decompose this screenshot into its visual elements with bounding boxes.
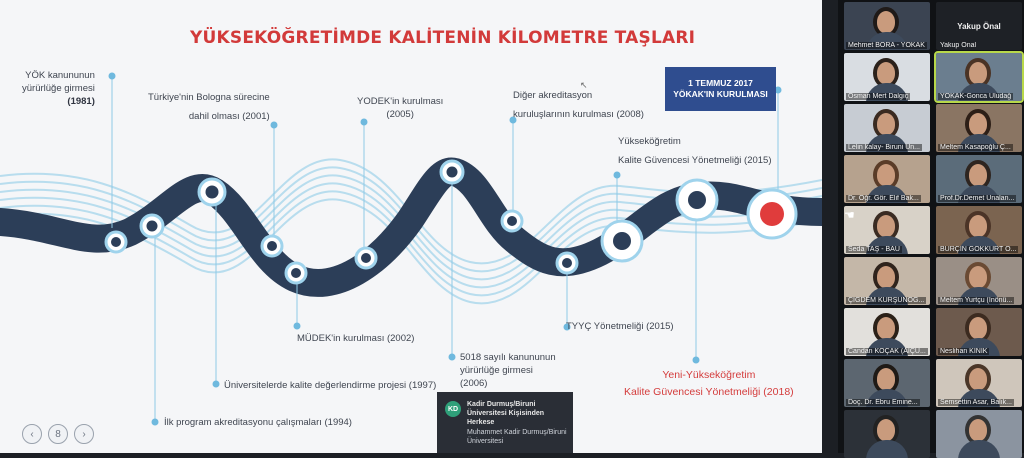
participant-tile[interactable]: YÖKAK-Gonca Uludağ: [934, 51, 1024, 103]
participant-video: [866, 236, 908, 254]
participant-tile[interactable]: [844, 410, 930, 458]
participant-name: Meltem Kasapoğlu Ç...: [938, 144, 1013, 151]
participant-video: [958, 287, 1000, 305]
participant-video: [866, 338, 908, 356]
presentation-slide: YÜKSEKÖĞRETİMDE KALİTENİN KİLOMETRE TAŞL…: [0, 0, 822, 453]
participant-video: [866, 134, 908, 152]
participant-video: [877, 368, 895, 390]
participant-name-large: Yakup Önal: [957, 22, 1001, 31]
participant-tile[interactable]: Lelin kalay- Biruni Ün...: [844, 104, 930, 152]
participant-name: Seda TAŞ - BAU: [846, 246, 902, 253]
participant-video: [969, 215, 987, 237]
chat-sender: Kadir Durmuş/Biruni Üniversitesi Kişisin…: [467, 401, 545, 427]
participant-video: [877, 62, 895, 84]
participant-video: [958, 338, 1000, 356]
participant-video: [877, 113, 895, 135]
next-slide-button[interactable]: ›: [74, 424, 94, 444]
participant-video: [958, 236, 1000, 254]
participant-name: Mehmet BORA - YÖKAK: [846, 42, 927, 49]
participant-video: [866, 32, 908, 50]
participant-video: [958, 440, 1000, 458]
slide-nav: ‹ 8 ›: [22, 424, 94, 444]
participant-name: Doç. Dr. Ebru Emine...: [846, 399, 920, 406]
participant-video: [877, 11, 895, 33]
chat-notification[interactable]: KD Kadir Durmuş/Biruni Üniversitesi Kişi…: [437, 392, 573, 453]
participant-video: [866, 389, 908, 407]
participant-video: [969, 419, 987, 441]
participant-video: [969, 113, 987, 135]
participant-video: [969, 62, 987, 84]
participant-video: [969, 317, 987, 339]
participant-name: Neslihan KINIK: [938, 348, 990, 355]
participant-name: Meltem Yurtçu (İnönü...: [938, 297, 1015, 304]
participant-tile[interactable]: ÇİĞDEM KURŞUNOĞ...: [844, 257, 930, 305]
participant-tile[interactable]: Osman Mert Dalgıç: [844, 53, 930, 101]
participant-tile[interactable]: Meltem Yurtçu (İnönü...: [936, 257, 1022, 305]
participant-tile[interactable]: Dr. Öğr. Gör. Elif Bak...: [844, 155, 930, 203]
participant-tile[interactable]: Semsettin Asar, Balık...: [936, 359, 1022, 407]
milestone-2005: YODEK'in kurulması(2005): [357, 96, 444, 120]
participant-video: [877, 215, 895, 237]
participant-name: Osman Mert Dalgıç: [846, 93, 911, 100]
participant-video: [866, 440, 908, 458]
participant-video: [969, 164, 987, 186]
participant-name: YÖKAK-Gonca Uludağ: [938, 93, 1014, 100]
participant-video: [877, 164, 895, 186]
participant-tile[interactable]: BURÇİN GÖKKURT Ö...: [936, 206, 1022, 254]
participant-tile[interactable]: [936, 410, 1022, 458]
prev-slide-button[interactable]: ‹: [22, 424, 42, 444]
slide-title: YÜKSEKÖĞRETİMDE KALİTENİN KİLOMETRE TAŞL…: [190, 28, 696, 48]
milestone-nodes: [104, 159, 798, 285]
participant-tile[interactable]: Meltem Kasapoğlu Ç...: [936, 104, 1022, 152]
participant-tile[interactable]: Mehmet BORA - YÖKAK: [844, 2, 930, 50]
participant-tile[interactable]: Seda TAŞ - BAU: [844, 206, 930, 254]
participant-tile[interactable]: Neslihan KINIK: [936, 308, 1022, 356]
page-indicator: 8: [48, 424, 68, 444]
participant-video: [866, 83, 908, 101]
participant-tile[interactable]: Doç. Dr. Ebru Emine...: [844, 359, 930, 407]
participant-video: [969, 368, 987, 390]
participant-name: Lelin kalay- Biruni Ün...: [846, 144, 922, 151]
road-path: [0, 157, 822, 297]
participant-name: Candan KOÇAK (AİÇÜ...: [846, 348, 928, 355]
milestone-2002: MÜDEK'in kurulması (2002): [297, 333, 415, 344]
participant-name: ÇİĞDEM KURŞUNOĞ...: [846, 297, 927, 304]
participant-name: Prof.Dr.Demet Ünalan...: [938, 195, 1017, 202]
participant-name: Semsettin Asar, Balık...: [938, 399, 1014, 406]
milestone-1997: Üniversitelerde kalite değerlendirme pro…: [224, 380, 437, 391]
avatar: KD: [445, 401, 461, 417]
participant-video: [958, 134, 1000, 152]
participant-video: [866, 185, 908, 203]
milestone-tyyc-2015: TYYÇ Yönetmeliği (2015): [566, 321, 674, 332]
participant-name: BURÇİN GÖKKURT Ö...: [938, 246, 1019, 253]
participant-name: Dr. Öğr. Gör. Elif Bak...: [846, 195, 921, 202]
chat-message: Muhammet Kadir Durmuş/Biruni Üniversites…: [467, 429, 567, 446]
participant-video: [866, 287, 908, 305]
participant-video: [969, 266, 987, 288]
participant-video: [958, 185, 1000, 203]
participant-tile[interactable]: Candan KOÇAK (AİÇÜ...: [844, 308, 930, 356]
participant-video: [877, 419, 895, 441]
participant-video: [958, 389, 1000, 407]
participant-video: [877, 266, 895, 288]
participant-video: [877, 317, 895, 339]
participant-video: [958, 83, 1000, 101]
hand-pointer-icon: ☚: [844, 208, 855, 222]
timeline-graphic: [0, 72, 822, 426]
mouse-pointer-icon: ↖: [580, 80, 588, 90]
participant-tile[interactable]: Prof.Dr.Demet Ünalan...: [936, 155, 1022, 203]
participant-name: Yakup Önal: [940, 42, 977, 49]
leader-dots: [108, 72, 782, 426]
milestone-1994: İlk program akreditasyonu çalışmaları (1…: [164, 417, 352, 428]
